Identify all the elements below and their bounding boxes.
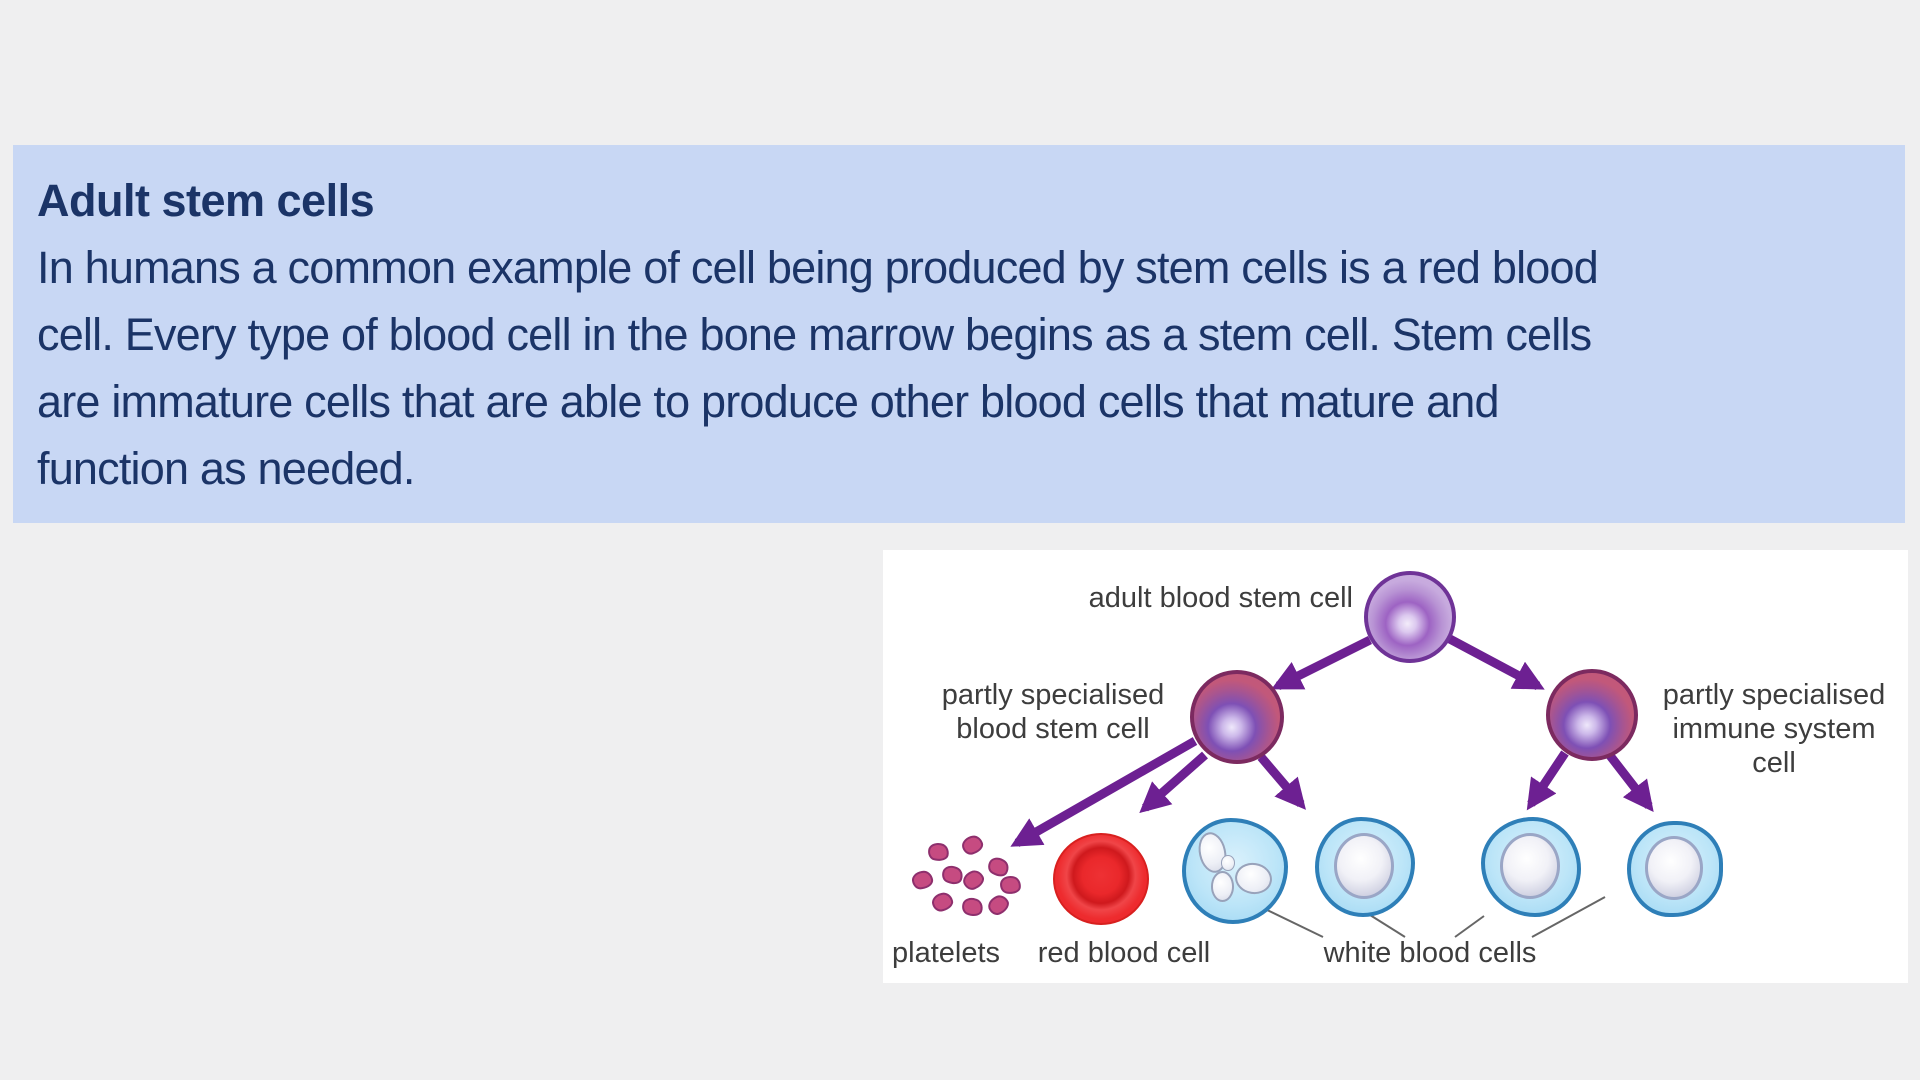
platelet-blob (960, 867, 987, 893)
label-line: partly specialised (1662, 679, 1886, 711)
body-line-4: function as needed. (37, 443, 415, 494)
white-blood-cell-lobed-graphic (1182, 818, 1288, 924)
blood-cell-diagram: adult blood stem cell partly specialised… (883, 550, 1908, 983)
leader-line-2 (1369, 914, 1406, 938)
arrow-to-white-cell-3 (1526, 750, 1569, 811)
diagram-arrows (1010, 634, 1654, 938)
nucleus-lobe (1221, 855, 1235, 871)
arrow-to-red-cell (1139, 751, 1208, 814)
leader-line-1 (1262, 907, 1324, 938)
label-line: blood stem cell (956, 713, 1150, 745)
arrow-to-white-cell-4 (1604, 750, 1654, 813)
nucleus-lobe (1210, 871, 1235, 903)
partly-specialised-immune-cell-graphic (1546, 669, 1638, 761)
label-line: cell (1752, 747, 1796, 779)
cell-nucleus (1645, 836, 1704, 900)
nucleus-lobe (1232, 860, 1275, 897)
adult-blood-stem-cell-graphic (1364, 571, 1456, 663)
label-leader-lines (1262, 896, 1606, 938)
platelet-blob (959, 833, 986, 857)
red-blood-cell-graphic (1053, 833, 1149, 925)
body-line-2: cell. Every type of blood cell in the bo… (37, 309, 1592, 360)
platelet-blob (910, 869, 935, 891)
arrow-to-white-cell-1 (1257, 754, 1306, 810)
label-line: partly specialised (941, 679, 1165, 711)
label-partly-specialised-immune: partly specialised immune system cell (1663, 678, 1885, 780)
label-line: immune system (1672, 713, 1876, 745)
section-heading: Adult stem cells (37, 175, 375, 226)
leader-line-4 (1531, 896, 1606, 938)
stem-cells-text-panel: Adult stem cells In humans a common exam… (13, 145, 1905, 523)
differentiation-arrows (1010, 634, 1654, 847)
white-blood-cell-graphic (1315, 817, 1415, 917)
cell-nucleus (1499, 832, 1561, 900)
arrow-stem-to-immune (1445, 634, 1545, 690)
leader-line-3 (1454, 915, 1485, 938)
platelet-blob (930, 890, 955, 914)
platelets-cluster (908, 833, 1030, 925)
white-blood-cell-graphic (1627, 821, 1723, 917)
platelet-blob (939, 862, 966, 888)
arrow-to-platelets (1010, 737, 1198, 847)
body-line-1: In humans a common example of cell being… (37, 242, 1599, 293)
platelet-blob (926, 841, 951, 863)
white-blood-cell-graphic (1481, 817, 1581, 917)
body-line-3: are immature cells that are able to prod… (37, 376, 1500, 427)
platelet-blob (959, 895, 986, 919)
label-white-blood-cells: white blood cells (1323, 937, 1537, 969)
label-adult-blood-stem-cell: adult blood stem cell (1088, 582, 1353, 614)
arrow-stem-to-blood (1271, 635, 1373, 691)
label-platelets: platelets (891, 937, 1001, 969)
cell-nucleus (1333, 832, 1395, 900)
partly-specialised-blood-stem-cell-graphic (1190, 670, 1284, 764)
label-red-blood-cell: red blood cell (1037, 937, 1211, 969)
platelet-blob (998, 874, 1023, 896)
platelet-blob (984, 891, 1013, 919)
label-partly-specialised-blood: partly specialised blood stem cell (942, 678, 1164, 746)
